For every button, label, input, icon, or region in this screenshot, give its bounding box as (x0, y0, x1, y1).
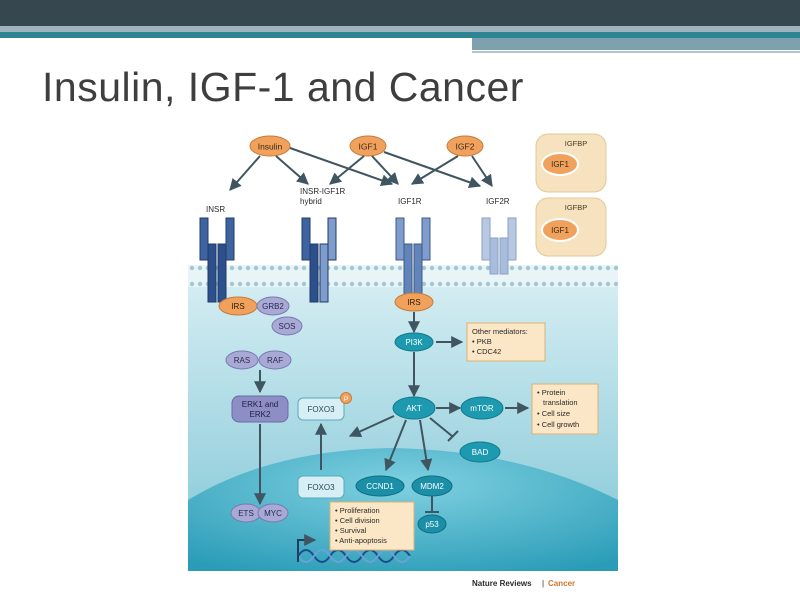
hybrid-label: INSR-IGF1R (300, 187, 346, 196)
akt-to-ccnd1-arrow (384, 419, 407, 472)
ets-node: ETS (230, 503, 262, 523)
pathway-figure: Insulin IGF1 IGF2 IGFBP IGF1 IGFBP IGF1 … (180, 128, 620, 596)
mtor-node: mTOR (460, 396, 504, 420)
svg-text:• Cell division: • Cell division (335, 516, 380, 525)
svg-text:Other mediators:: Other mediators: (472, 327, 528, 336)
svg-text:IRS: IRS (407, 298, 420, 307)
svg-text:CCND1: CCND1 (366, 482, 394, 491)
igf1r-label: IGF1R (398, 197, 422, 206)
svg-text:MDM2: MDM2 (420, 482, 444, 491)
svg-text:Cancer: Cancer (548, 579, 575, 588)
irs-right-node: IRS (394, 292, 434, 312)
svg-text:FOXO3: FOXO3 (307, 483, 335, 492)
insr-receptor (199, 217, 235, 303)
sos-node: SOS (271, 316, 303, 336)
insulin-ligand: Insulin (249, 135, 291, 157)
svg-text:Nature Reviews: Nature Reviews (472, 579, 532, 588)
foxo3-nucleus-node: FOXO3 (297, 475, 345, 499)
svg-text:PI3K: PI3K (405, 338, 423, 347)
igfbp-complex: IGFBP IGF1 (535, 133, 607, 193)
svg-text:• PKB: • PKB (472, 337, 492, 346)
slide-title: Insulin, IGF-1 and Cancer (42, 64, 524, 110)
ras-node: RAS (225, 350, 259, 370)
cell-membrane (188, 265, 619, 287)
svg-text:IGF2: IGF2 (456, 142, 475, 152)
svg-text:• Proliferation: • Proliferation (335, 506, 380, 515)
akt-to-foxo3-arrow (348, 415, 395, 437)
top-banner-stripe (0, 26, 800, 32)
svg-text:• Survival: • Survival (335, 526, 367, 535)
grb2-node: GRB2 (256, 296, 290, 316)
igf2r-label: IGF2R (486, 197, 510, 206)
svg-text:Insulin: Insulin (258, 142, 283, 152)
svg-text:MYC: MYC (264, 509, 282, 518)
svg-text:BAD: BAD (472, 448, 489, 457)
igf2-ligand: IGF2 (446, 135, 484, 157)
svg-text:AKT: AKT (406, 404, 422, 413)
svg-text:p53: p53 (425, 520, 439, 529)
svg-text:RAF: RAF (267, 356, 283, 365)
ccnd1-node: CCND1 (355, 475, 405, 497)
raf-node: RAF (258, 350, 292, 370)
foxo3-cytoplasm-node: FOXO3 (297, 397, 345, 421)
svg-text:|: | (542, 579, 544, 588)
other-mediators-box: Other mediators: • PKB • CDC42 (466, 322, 546, 362)
svg-text:IGF1: IGF1 (551, 226, 569, 235)
svg-text:translation: translation (543, 398, 578, 407)
igf1-ligand: IGF1 (349, 135, 387, 157)
svg-text:P: P (344, 396, 348, 403)
bad-node: BAD (459, 441, 501, 463)
mdm2-node: MDM2 (411, 475, 453, 497)
akt-to-mdm2-arrow (419, 419, 433, 472)
svg-text:IGF1: IGF1 (551, 160, 569, 169)
top-banner (0, 0, 800, 26)
svg-text:IGFBP: IGFBP (565, 203, 588, 212)
svg-text:IRS: IRS (231, 302, 244, 311)
svg-text:mTOR: mTOR (470, 404, 494, 413)
nuclear-outcomes-box: • Proliferation • Cell division • Surviv… (329, 501, 415, 551)
pi3k-node: PI3K (394, 332, 434, 352)
myc-node: MYC (257, 503, 289, 523)
igf2r-receptor (481, 217, 517, 275)
header-accent-line (472, 51, 800, 53)
svg-text:ERK1 and: ERK1 and (242, 400, 278, 409)
insr-label: INSR (206, 205, 225, 214)
hybrid-label: hybrid (300, 197, 322, 206)
svg-text:FOXO3: FOXO3 (307, 405, 335, 414)
svg-text:ERK2: ERK2 (250, 410, 271, 419)
svg-text:• Protein: • Protein (537, 388, 565, 397)
svg-text:ETS: ETS (238, 509, 254, 518)
svg-text:• Anti-apoptosis: • Anti-apoptosis (335, 536, 387, 545)
mdm2-p53-inhibition (425, 496, 439, 513)
p53-node: p53 (417, 514, 447, 534)
svg-text:IGFBP: IGFBP (565, 139, 588, 148)
akt-node: AKT (392, 396, 436, 420)
top-banner-teal-stripe (0, 32, 800, 38)
svg-text:• Cell growth: • Cell growth (537, 420, 579, 429)
figure-credit: Nature Reviews | Cancer (472, 579, 575, 588)
svg-text:• CDC42: • CDC42 (472, 347, 501, 356)
svg-text:RAS: RAS (234, 356, 250, 365)
phosphate-badge: P (340, 392, 352, 404)
svg-text:• Cell size: • Cell size (537, 409, 570, 418)
svg-text:IGF1: IGF1 (359, 142, 378, 152)
header-accent-bar (472, 38, 800, 50)
svg-text:GRB2: GRB2 (262, 302, 284, 311)
svg-text:SOS: SOS (279, 322, 296, 331)
hybrid-receptor (301, 217, 337, 303)
mtor-outcomes-box: • Protein translation • Cell size • Cell… (531, 383, 599, 435)
irs-left-node: IRS (218, 296, 258, 316)
ligand-binding-arrows (229, 147, 493, 191)
igfbp-complex: IGFBP IGF1 (535, 197, 607, 257)
erk-node: ERK1 and ERK2 (231, 395, 289, 423)
bad-inhibition (429, 417, 459, 442)
